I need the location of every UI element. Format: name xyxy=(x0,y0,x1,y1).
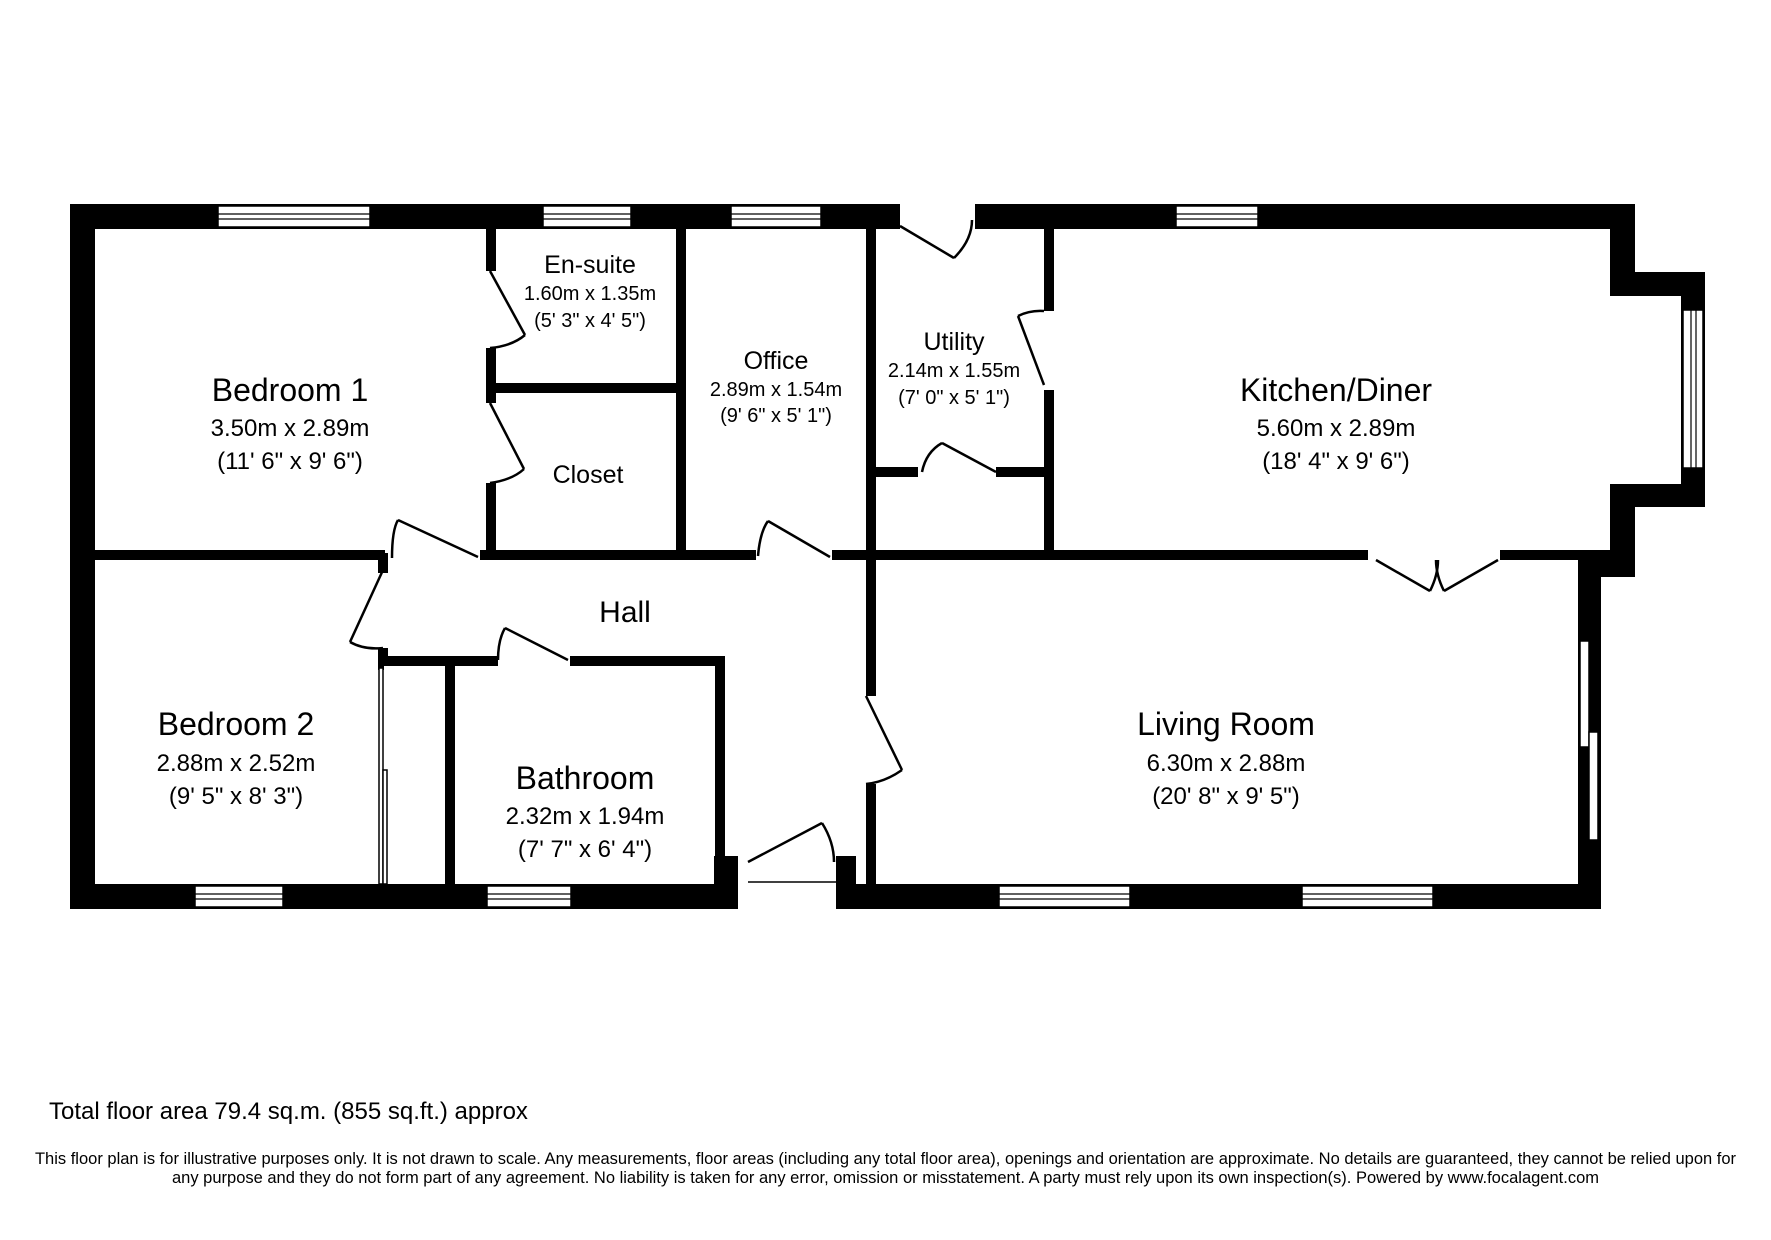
window-bathroom xyxy=(486,885,572,908)
office-imperial: (9' 6" x 5' 1") xyxy=(720,405,832,427)
wall-wardrobe-top xyxy=(378,656,498,666)
window-bedroom2 xyxy=(194,885,284,908)
wall-wardrobe-left-top xyxy=(378,656,384,670)
wall-ensuite-closet xyxy=(496,383,681,393)
window-kitchen-bay xyxy=(1682,309,1704,469)
windows xyxy=(194,205,1704,908)
window-living-side-a xyxy=(1579,640,1590,748)
wall-utility-store-a xyxy=(876,467,918,477)
doors xyxy=(348,219,1499,864)
window-office xyxy=(730,205,822,228)
total-floor-area: Total floor area 79.4 sq.m. (855 sq.ft.)… xyxy=(49,1098,528,1125)
wall-ensuite-left-b xyxy=(486,348,496,403)
window-living-side-b xyxy=(1588,731,1599,841)
kitchen-name: Kitchen/Diner xyxy=(1240,372,1432,408)
walls xyxy=(70,204,1705,909)
wall-utility-right-a xyxy=(1044,229,1054,311)
bathroom-imperial: (7' 7" x 6' 4") xyxy=(518,836,652,863)
bedroom1-metric: 3.50m x 2.89m xyxy=(211,415,370,442)
utility-imperial: (7' 0" x 5' 1") xyxy=(898,387,1010,409)
office-metric: 2.89m x 1.54m xyxy=(710,379,842,401)
utility-name: Utility xyxy=(923,328,985,356)
wall-mid-kitchen xyxy=(1500,550,1610,560)
wall-office-left xyxy=(676,229,686,555)
hall-name: Hall xyxy=(599,596,651,629)
wall-bathroom-top-b xyxy=(570,656,725,666)
bedroom1-imperial: (11' 6" x 9' 6") xyxy=(217,448,363,475)
wall-utility-right-b xyxy=(1044,390,1054,555)
wall-left xyxy=(70,204,95,909)
window-bedroom1 xyxy=(217,205,371,228)
office-name: Office xyxy=(744,347,809,375)
bedroom2-metric: 2.88m x 2.52m xyxy=(157,750,316,777)
living-imperial: (20' 8" x 9' 5") xyxy=(1152,783,1300,810)
wall-bottom-left xyxy=(70,884,738,909)
utility-metric: 2.14m x 1.55m xyxy=(888,360,1020,382)
window-living-a xyxy=(998,885,1131,908)
wardrobe-doors xyxy=(378,667,388,885)
disclaimer: This floor plan is for illustrative purp… xyxy=(34,1150,1737,1187)
ensuite-imperial: (5' 3" x 4' 5") xyxy=(534,310,646,332)
wall-bathroom-right xyxy=(715,656,725,886)
wall-office-right xyxy=(866,229,876,696)
entrance-opening xyxy=(738,884,836,909)
wall-mid-office-utility xyxy=(832,550,1368,560)
wall-bedroom2-top-stub-b xyxy=(378,648,388,660)
bathroom-metric: 2.32m x 1.94m xyxy=(506,803,665,830)
bedroom2-name: Bedroom 2 xyxy=(158,706,315,742)
wall-closet-left xyxy=(486,483,496,555)
wall-ensuite-left-a xyxy=(486,229,496,271)
wall-bedroom2-top-stub xyxy=(378,553,388,573)
living-metric: 6.30m x 2.88m xyxy=(1147,750,1306,777)
kitchen-imperial: (18' 4" x 9' 6") xyxy=(1262,448,1410,475)
window-living-b xyxy=(1301,885,1434,908)
bedroom1-name: Bedroom 1 xyxy=(212,372,369,408)
room-labels: Bedroom 1 3.50m x 2.89m (11' 6" x 9' 6")… xyxy=(157,251,1433,863)
living-name: Living Room xyxy=(1137,706,1315,742)
wall-utility-store-b xyxy=(996,467,1044,477)
wall-right-upper xyxy=(1610,204,1635,276)
wall-bathroom-left xyxy=(445,666,455,884)
utility-back-door-opening xyxy=(900,204,975,229)
wall-mid-closet xyxy=(480,550,756,560)
closet-name: Closet xyxy=(553,461,624,489)
entrance-jamb-right xyxy=(836,856,856,909)
window-ensuite xyxy=(542,205,632,228)
kitchen-metric: 5.60m x 2.89m xyxy=(1257,415,1416,442)
ensuite-metric: 1.60m x 1.35m xyxy=(524,283,656,305)
bathroom-name: Bathroom xyxy=(516,760,655,796)
wall-hall-east-lower xyxy=(866,784,876,884)
window-kitchen-top xyxy=(1175,205,1259,228)
ensuite-name: En-suite xyxy=(544,251,636,279)
wall-mid-bedroom1 xyxy=(95,550,385,560)
wall-bottom-right xyxy=(846,884,1601,909)
bedroom2-imperial: (9' 5" x 8' 3") xyxy=(169,783,303,810)
